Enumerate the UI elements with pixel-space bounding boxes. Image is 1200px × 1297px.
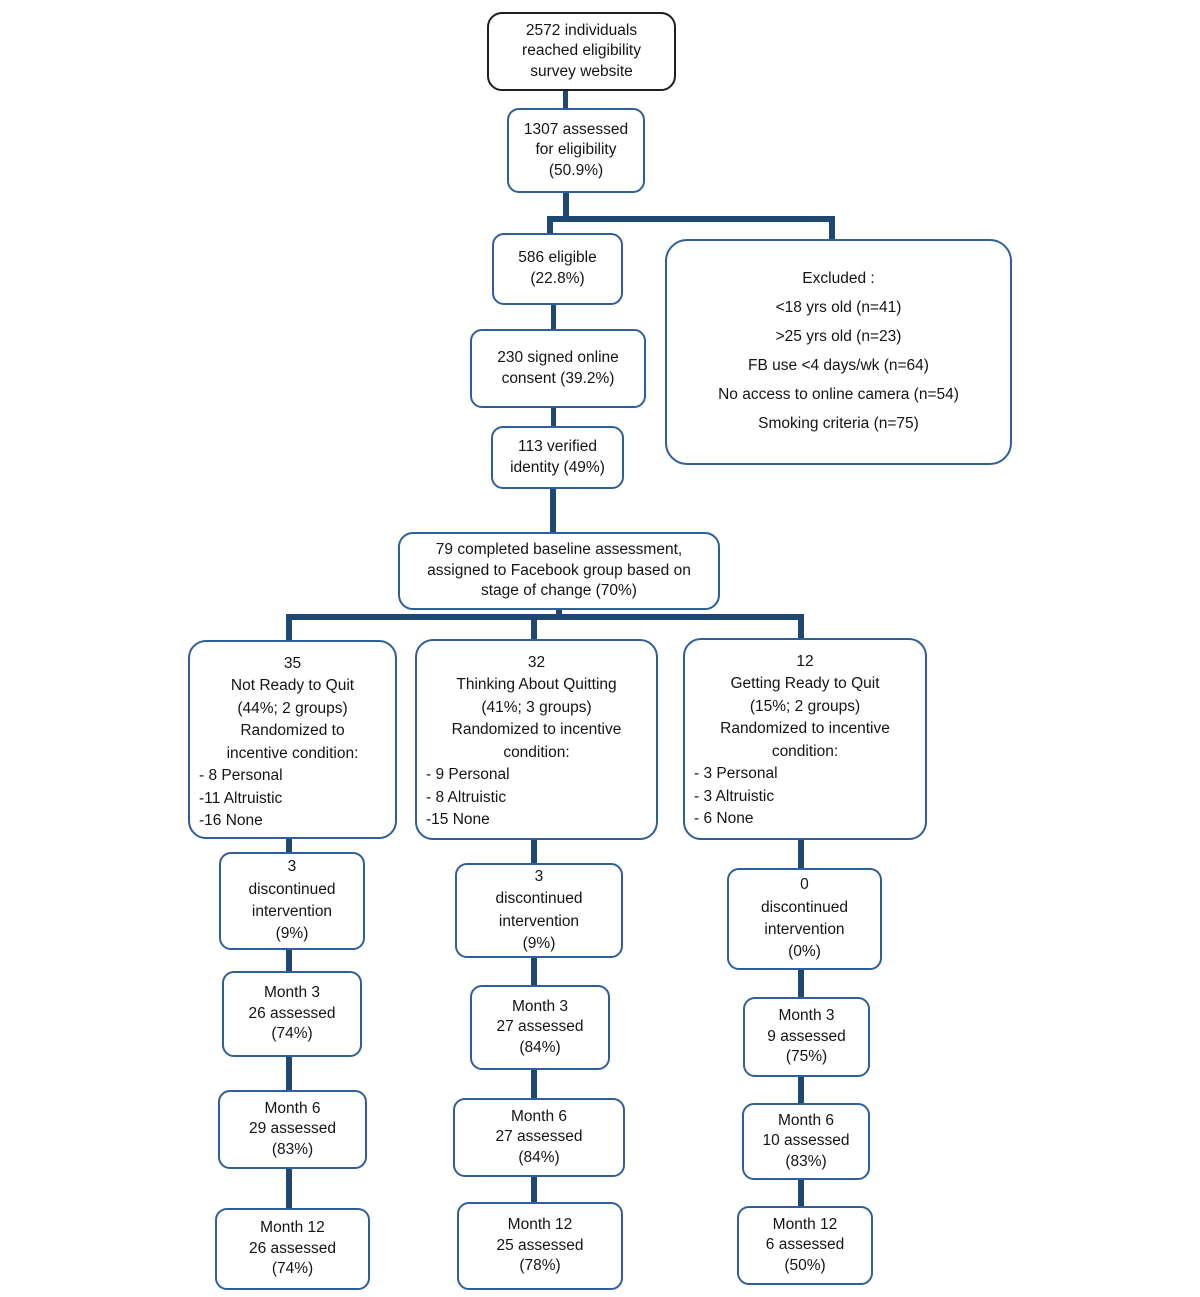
list-item-altruistic: -11 Altruistic (199, 789, 283, 807)
box-verified-identity-text: 113 verified identity (49%) (510, 437, 605, 476)
connector-left-m3-to-m6 (286, 1055, 292, 1091)
box-baseline-assessment-text: 79 completed baseline assessment, assign… (427, 541, 691, 600)
box-reached-website-text: 2572 individuals reached eligibility sur… (522, 21, 641, 80)
box-mid-month3-text: Month 3 27 assessed (84%) (496, 997, 584, 1056)
arm-not-ready-header: 35 Not Ready to Quit (44%; 2 groups) Ran… (226, 655, 359, 762)
box-signed-consent-text: 230 signed online consent (39.2%) (497, 348, 619, 387)
box-verified-identity: 113 verified identity (49%) (491, 426, 624, 489)
connector-right-arm-to-discontinued (798, 838, 804, 869)
box-right-discontinued-text: 0 discontinued intervention (0%) (760, 876, 849, 961)
connector-left-arm-to-discontinued (286, 837, 292, 853)
connector-eligible-to-consent (551, 304, 556, 331)
connector-verified-to-baseline (550, 487, 556, 534)
box-left-month6: Month 6 29 assessed (83%) (218, 1090, 367, 1169)
box-right-month12: Month 12 6 assessed (50%) (737, 1206, 873, 1285)
arm-getting-ready-incentive-list: - 3 Personal - 3 Altruistic - 6 None (685, 763, 925, 830)
box-left-month12: Month 12 26 assessed (74%) (215, 1208, 370, 1290)
box-right-month12-text: Month 12 6 assessed (50%) (765, 1215, 845, 1274)
arm-getting-ready-to-quit: 12 Getting Ready to Quit (15%; 2 groups)… (683, 638, 927, 840)
list-item-personal: - 3 Personal (694, 765, 778, 783)
box-reached-website: 2572 individuals reached eligibility sur… (487, 12, 676, 91)
connector-drop-middle-arm (531, 614, 537, 640)
connector-mid-arm-to-discontinued (531, 838, 537, 864)
list-item-none: - 6 None (694, 810, 754, 828)
connector-baseline-down (556, 608, 562, 618)
box-baseline-assessment: 79 completed baseline assessment, assign… (398, 532, 720, 610)
excluded-item-no-camera: No access to online camera (n=54) (718, 385, 959, 403)
connector-mid-discontinued-to-m3 (531, 956, 537, 985)
arm-thinking-incentive-list: - 9 Personal - 8 Altruistic -15 None (417, 764, 656, 831)
list-item-altruistic: - 3 Altruistic (694, 787, 775, 805)
connector-left-m6-to-m12 (286, 1167, 292, 1209)
box-eligible-text: 586 eligible (22.8%) (518, 249, 597, 287)
connector-left-discontinued-to-m3 (286, 948, 292, 972)
connector-mid-m6-to-m12 (531, 1175, 537, 1203)
connector-split-horizontal (286, 614, 804, 620)
connector-exclusion-horizontal (547, 216, 835, 222)
excluded-item-smoking: Smoking criteria (n=75) (758, 414, 919, 432)
box-right-month3-text: Month 3 9 assessed (75%) (767, 1007, 846, 1066)
box-left-month3-text: Month 3 26 assessed (74%) (248, 984, 336, 1043)
box-mid-month6: Month 6 27 assessed (84%) (453, 1098, 625, 1177)
box-excluded: Excluded : <18 yrs old (n=41) >25 yrs ol… (665, 239, 1012, 465)
excluded-item-under-18: <18 yrs old (n=41) (775, 299, 902, 317)
connector-drop-left-arm (286, 614, 292, 641)
connector-right-m3-to-m6 (798, 1075, 804, 1104)
connector-to-excluded (829, 216, 835, 241)
arm-thinking-header: 32 Thinking About Quitting (41%; 3 group… (451, 654, 622, 761)
box-mid-discontinued-text: 3 discontinued intervention (9%) (495, 867, 583, 952)
connector-right-m6-to-m12 (798, 1178, 804, 1207)
box-right-month6: Month 6 10 assessed (83%) (742, 1103, 870, 1180)
list-item-altruistic: - 8 Altruistic (426, 788, 507, 806)
excluded-item-over-25: >25 yrs old (n=23) (775, 328, 902, 346)
list-item-none: -16 None (199, 812, 263, 830)
box-eligible: 586 eligible (22.8%) (492, 233, 623, 305)
box-left-month3: Month 3 26 assessed (74%) (222, 971, 362, 1057)
connector-drop-right-arm (798, 614, 804, 639)
excluded-title: Excluded : (802, 270, 875, 288)
box-left-discontinued-text: 3 discontinued intervention (9%) (248, 858, 336, 943)
connector-top-to-assessed (563, 89, 568, 110)
arm-getting-ready-header: 12 Getting Ready to Quit (15%; 2 groups)… (720, 653, 890, 760)
list-item-none: -15 None (426, 811, 490, 829)
box-right-discontinued: 0 discontinued intervention (0%) (727, 868, 882, 970)
box-signed-consent: 230 signed online consent (39.2%) (470, 329, 646, 408)
box-mid-month3: Month 3 27 assessed (84%) (470, 985, 610, 1070)
connector-to-eligible (547, 216, 553, 235)
arm-not-ready-incentive-list: - 8 Personal -11 Altruistic -16 None (190, 765, 395, 832)
box-mid-month12: Month 12 25 assessed (78%) (457, 1202, 623, 1290)
list-item-personal: - 8 Personal (199, 767, 283, 785)
box-mid-month12-text: Month 12 25 assessed (78%) (496, 1216, 584, 1275)
list-item-personal: - 9 Personal (426, 766, 510, 784)
excluded-item-fb-use: FB use <4 days/wk (n=64) (748, 357, 929, 374)
box-mid-month6-text: Month 6 27 assessed (84%) (495, 1107, 583, 1166)
connector-assessed-down (563, 191, 569, 220)
box-right-month6-text: Month 6 10 assessed (83%) (762, 1111, 850, 1170)
box-assessed-eligibility: 1307 assessed for eligibility (50.9%) (507, 108, 645, 193)
connector-mid-m3-to-m6 (531, 1068, 537, 1099)
box-left-month12-text: Month 12 26 assessed (74%) (248, 1219, 337, 1278)
box-left-discontinued: 3 discontinued intervention (9%) (219, 852, 365, 950)
box-assessed-eligibility-text: 1307 assessed for eligibility (50.9%) (523, 120, 629, 179)
box-left-month6-text: Month 6 29 assessed (83%) (248, 1099, 337, 1158)
arm-not-ready-to-quit: 35 Not Ready to Quit (44%; 2 groups) Ran… (188, 640, 397, 839)
box-right-month3: Month 3 9 assessed (75%) (743, 997, 870, 1077)
arm-thinking-about-quitting: 32 Thinking About Quitting (41%; 3 group… (415, 639, 658, 840)
connector-consent-to-verified (551, 406, 556, 428)
connector-right-discontinued-to-m3 (798, 968, 804, 998)
box-mid-discontinued: 3 discontinued intervention (9%) (455, 863, 623, 958)
